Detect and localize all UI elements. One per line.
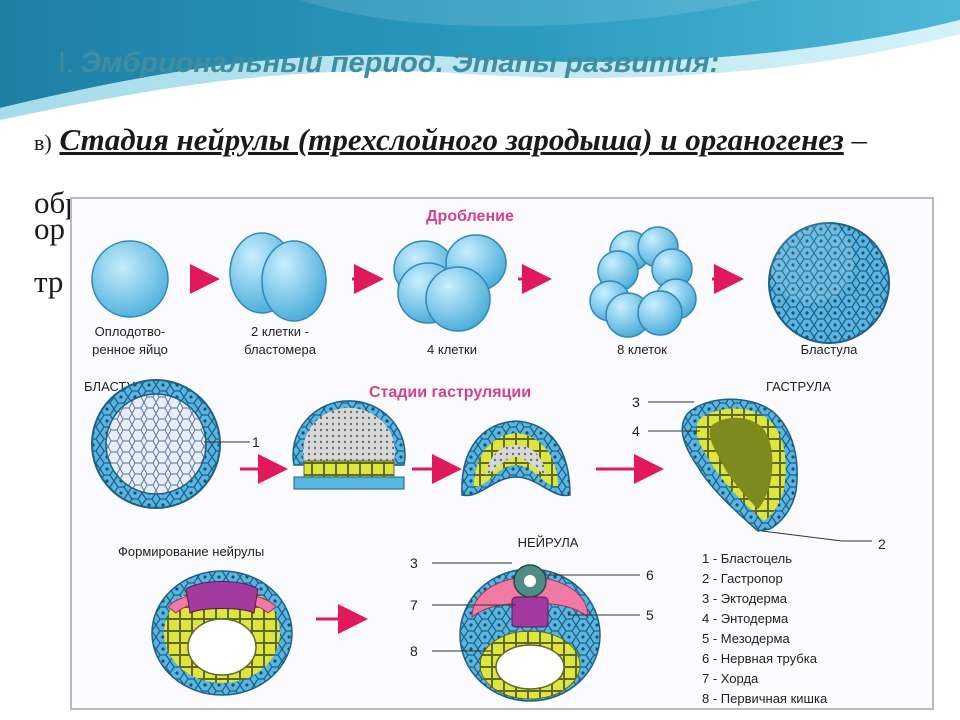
legend-item: 8 - Первичная кишка [702, 691, 828, 706]
legend-item: 6 - Нервная трубка [702, 651, 818, 666]
gastrulation-title: Стадии гаструляции [369, 384, 531, 401]
callout-3a: 3 [632, 394, 640, 410]
legend-item: 7 - Хорда [702, 671, 759, 686]
item-marker: в) [34, 130, 52, 155]
callout-4: 4 [632, 423, 640, 439]
late-gastrula [681, 398, 798, 532]
slide-heading: I.Эмбриональный период. Этапы развития: [58, 46, 758, 80]
neurula-cross-section [459, 564, 601, 702]
neurulation-label: Формирование нейрулы [118, 544, 264, 559]
callout-8: 8 [410, 643, 418, 659]
cleavage-title: Дробление [426, 208, 514, 225]
heading-number: I. [58, 47, 75, 79]
legend-item: 3 - Эктодерма [702, 591, 788, 606]
diagram-canvas: Дробление Стадии гаструляции Оплодотво- … [84, 208, 890, 706]
callout-line-2 [761, 530, 872, 542]
text-fragment-line3: ор [34, 211, 65, 246]
legend-item: 4 - Энтодерма [702, 611, 789, 626]
callout-2: 2 [878, 536, 886, 552]
stage-label-egg-2: ренное яйцо [92, 342, 168, 357]
blastula-cross-section [91, 379, 221, 509]
neurula-label: НЕЙРУЛА [518, 535, 579, 550]
callout-6: 6 [646, 567, 654, 583]
stage-label-blastula: Бластула [801, 342, 859, 357]
mid-gastrula [461, 420, 571, 497]
four-cell-stage [393, 234, 507, 332]
early-gastrula [292, 400, 406, 490]
fertilized-egg [91, 240, 169, 318]
stage-label-4cell: 4 клетки [427, 342, 477, 357]
text-separator: – [843, 122, 867, 157]
embryo-development-diagram: Дробление Стадии гаструляции Оплодотво- … [70, 197, 934, 710]
stage-label-2cell-2: бластомера [244, 342, 317, 357]
callout-7: 7 [410, 597, 418, 613]
callout-1: 1 [252, 434, 260, 450]
stage-label-egg-1: Оплодотво- [95, 324, 166, 339]
stage-label-8cell: 8 клеток [617, 342, 667, 357]
callout-5: 5 [646, 607, 654, 623]
text-fragment-line4: тр [34, 264, 64, 299]
two-cell-stage [229, 232, 327, 322]
stage-label-2cell-1: 2 клетки - [251, 324, 309, 339]
neurulation-cross-section [151, 570, 293, 696]
blastula-sphere [768, 219, 890, 344]
legend-item: 5 - Мезодерма [702, 631, 790, 646]
heading-text: Эмбриональный период. Этапы развития: [80, 47, 720, 79]
legend-item: 1 - Бластоцель [702, 551, 792, 566]
callout-3b: 3 [410, 555, 418, 571]
term-neurula-organogenesis: Стадия нейрулы (трехслойного зародыша) и… [59, 122, 844, 157]
legend: 1 - Бластоцель 2 - Гастропор 3 - Эктодер… [702, 551, 828, 706]
gastrula-label: ГАСТРУЛА [766, 379, 831, 394]
legend-item: 2 - Гастропор [702, 571, 783, 586]
eight-cell-stage [589, 226, 697, 338]
header-wave-decoration [0, 0, 960, 120]
